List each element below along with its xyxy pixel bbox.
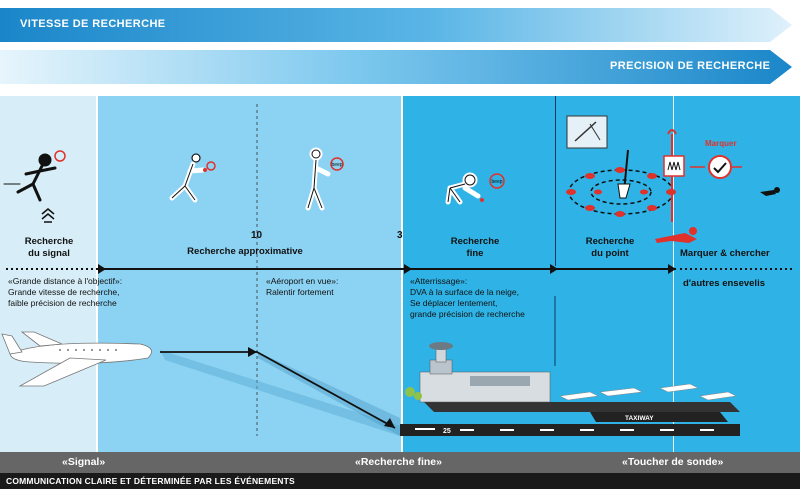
speed-arrow [0, 8, 792, 42]
speed-title: VITESSE DE RECHERCHE [20, 18, 166, 30]
bottom-touch-label: «Toucher de sonde» [622, 456, 724, 468]
marker-done-icon [690, 155, 742, 179]
runway-number: 25 [443, 428, 451, 435]
timeline-arrow-1 [98, 264, 106, 274]
phase-point-label: Recherche du point [585, 236, 635, 259]
zone-divider-1 [96, 96, 98, 452]
timeline-arrow-3 [550, 264, 558, 274]
distance-3: 3 [397, 230, 403, 241]
airplane-icon [1, 331, 152, 387]
probe-pattern-icon [566, 149, 676, 217]
probing-thumbnail-icon [566, 115, 608, 149]
bottom-fine-label: «Recherche fine» [355, 456, 442, 468]
note-fine: «Atterrissage»: DVA à la surface de la n… [410, 276, 525, 319]
speed-precision-banners [0, 8, 792, 84]
signal-wave-icon [41, 208, 55, 223]
victim-found-icon [655, 227, 697, 243]
probe-marker-icon [663, 129, 685, 222]
footer-bar [0, 473, 800, 489]
phase-fine-label: Recherche fine [450, 236, 500, 259]
airport-icon: 25 TAXIWAY [400, 342, 740, 436]
precision-arrow [0, 50, 792, 84]
zone-divider-2 [401, 96, 403, 452]
zone-divider-3 [555, 96, 556, 266]
beep-1-text: beep [331, 162, 342, 168]
phase-mark-label: Marquer & chercher [680, 248, 770, 259]
searcher-crouching-icon [445, 172, 481, 205]
distance-10: 10 [251, 230, 263, 241]
approach-cone [160, 350, 400, 436]
marker-label: Marquer [705, 139, 737, 148]
timeline-arrow-2 [404, 264, 412, 274]
bottom-signal-label: «Signal» [62, 456, 106, 468]
note-approx: «Aéroport en vue»: Ralentir fortement [266, 276, 339, 297]
timeline-arrow-4 [668, 264, 676, 274]
zone-divider-4 [673, 96, 674, 452]
runner-signal-icon [3, 153, 57, 202]
note-signal: «Grande distance à l'objectif»: Grande v… [8, 276, 123, 308]
phase-signal-label: Recherche du signal [24, 236, 74, 259]
zone-approx [96, 96, 401, 452]
phase-others-label: d'autres ensevelis [683, 278, 765, 289]
search-diagram: beep beep [1, 104, 795, 436]
phase-bar [0, 452, 800, 473]
precision-title: PRECISION DE RECHERCHE [610, 60, 771, 72]
beep-2-text: beep [491, 179, 502, 185]
phase-approx-label: Recherche approximative [187, 246, 303, 257]
buried-victim-icon [760, 187, 780, 196]
footer-text: COMMUNICATION CLAIRE ET DÉTERMINÉE PAR L… [6, 476, 295, 486]
taxiway-label: TAXIWAY [625, 415, 654, 422]
